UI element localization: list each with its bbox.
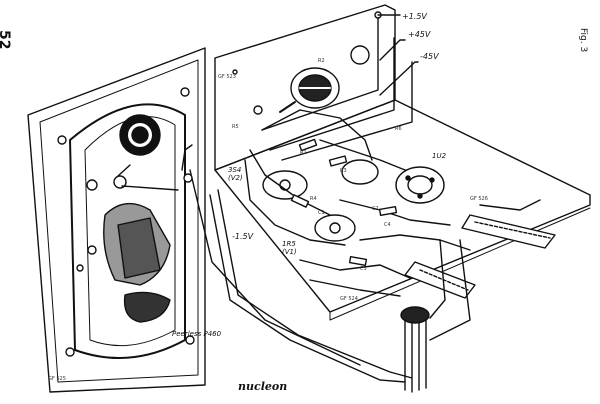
tube-socket-1u2 <box>395 166 445 204</box>
label-r3: R3 <box>340 168 347 174</box>
terminal-strip-right <box>461 214 556 249</box>
label-r2: R2 <box>318 58 325 64</box>
supply-label-plus-1-5v: +1.5V <box>402 12 427 21</box>
svg-text:GF 526: GF 526 <box>470 196 488 202</box>
speaker-model-label: Peerless P460 <box>172 330 222 338</box>
supply-label-minus-1-5v: -1.5V <box>232 232 254 241</box>
label-r4: R4 <box>310 196 317 202</box>
label-c2: C2 <box>372 206 379 212</box>
volume-potentiometer <box>279 67 340 113</box>
svg-text:GF 523: GF 523 <box>218 74 236 80</box>
svg-text:R6: R6 <box>395 126 402 132</box>
tube-label-v2: 3S4 (V2) <box>228 166 243 182</box>
supply-label-plus-45v: +45V <box>408 30 431 39</box>
figure-label: Fig. 3 <box>578 28 588 53</box>
label-r5: R5 <box>232 124 239 130</box>
chassis-front-plate <box>214 4 396 171</box>
tube-label-1u2: 1U2 <box>432 152 447 160</box>
label-r1: R1 <box>300 150 307 156</box>
tube-label-v1: 1R5 (V1) <box>282 240 297 256</box>
battery-plug <box>400 306 430 393</box>
svg-text:GF 524: GF 524 <box>340 296 358 302</box>
tube-socket-v2 <box>262 170 308 200</box>
page-number: 52 <box>0 30 12 50</box>
chassis-deck <box>214 99 591 313</box>
label-c1: C1 <box>318 210 325 216</box>
label-c3: C3 <box>360 266 367 272</box>
brand-logo-text: nucleon <box>238 380 288 393</box>
tube-socket-v1 <box>314 214 356 242</box>
speaker-lead-wire <box>209 194 406 383</box>
label-c4: C4 <box>384 222 391 228</box>
speaker-basket <box>69 103 186 359</box>
supply-label-minus-45v: -45V <box>420 52 439 61</box>
speaker-baffle-panel <box>27 47 206 393</box>
svg-text:GF 525: GF 525 <box>48 376 66 382</box>
